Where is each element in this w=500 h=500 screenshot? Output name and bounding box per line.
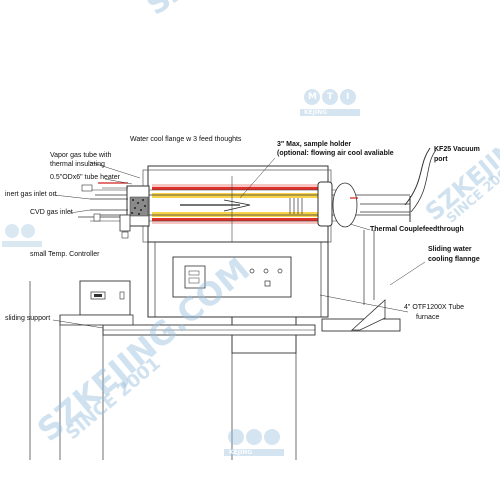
label-furnace-1: 4" OTF1200X Tube [404, 304, 465, 311]
label-vapor-tube-2: thermal insulating [50, 161, 105, 168]
logo-letter-i: I [346, 92, 350, 102]
heater-yellow-lower [152, 212, 330, 217]
logo-caption-lower: KEJING [229, 449, 253, 456]
vacuum-hose [404, 147, 431, 206]
label-inert-gas: inert gas inlet ort [5, 191, 57, 198]
panel-button [249, 268, 255, 274]
label-thermocouple: Thermal Couplefeedthrough [370, 226, 464, 233]
label-furnace-2: furnace [416, 314, 440, 321]
label-sample-holder-2: (optional: flowing air cool avaliable [277, 150, 394, 157]
logo-letter-m: M [308, 92, 317, 102]
label-sliding-support: sliding support [5, 315, 51, 322]
right-flange [317, 181, 333, 227]
label-sliding-flange-2: cooling flannge [428, 256, 480, 263]
label-kf25-2: port [434, 156, 448, 163]
label-cvd-gas: CVD gas inlet [30, 209, 73, 216]
heater-bar-bottom [152, 218, 328, 221]
furnace-chamber [147, 165, 329, 243]
label-temp-controller: small Temp. Controller [30, 251, 100, 258]
label-sample-holder-1: 3" Max, sample holder [277, 141, 352, 148]
heater-bar-top [152, 187, 328, 190]
label-sliding-flange-1: Sliding water [428, 246, 472, 253]
insulation-block [129, 196, 149, 217]
left-base-frame [59, 314, 134, 326]
heater-yellow-upper [152, 193, 330, 198]
logo-letter-t: T [327, 92, 334, 102]
label-water-cool-flange: Water cool flange w 3 feed thoughts [130, 136, 242, 143]
logo-caption-upper: KEJING [304, 109, 328, 116]
heater-bar-bottom-glow [152, 221, 328, 224]
heater-bar-top-glow [152, 184, 328, 187]
label-kf25-1: KF25 Vacuum [434, 146, 480, 153]
label-tube-heater: 0.5"ODx6" tube heater [50, 174, 120, 181]
right-cap [332, 182, 358, 228]
label-vapor-tube-1: Vapor gas tube with [50, 152, 112, 159]
